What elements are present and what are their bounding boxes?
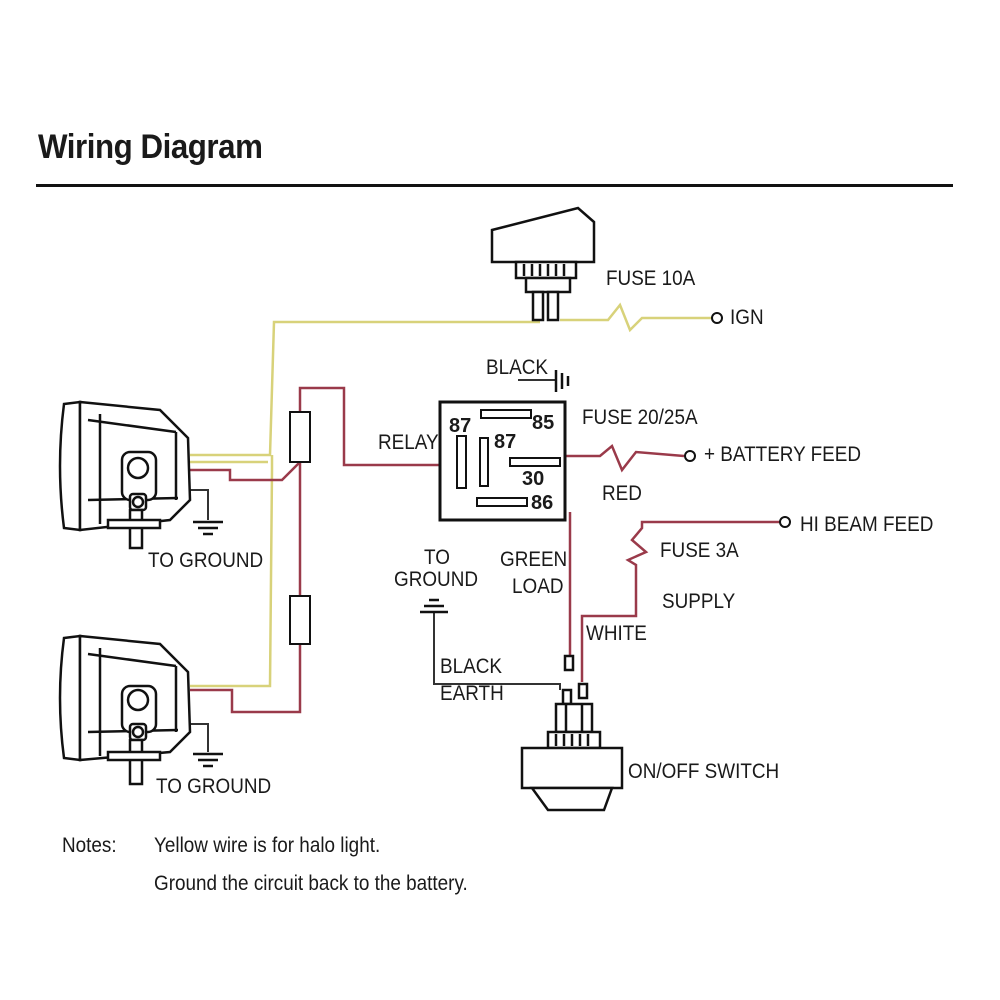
fog-light-upper-icon — [58, 400, 192, 550]
inline-fuse-lower-icon — [289, 595, 311, 645]
black-earth-label-1: BLACK — [440, 655, 502, 678]
supply-label: SUPPLY — [662, 590, 736, 613]
battery-feed-label: + BATTERY FEED — [704, 443, 862, 466]
red-wire-upper-light — [190, 461, 301, 482]
ground-icon-upper — [193, 520, 223, 536]
page-title: Wiring Diagram — [38, 128, 263, 166]
red-wire-label: RED — [602, 482, 642, 505]
rocker-switch-top-icon — [490, 206, 596, 322]
inline-fuse-upper-icon — [289, 411, 311, 463]
red-wire-battery — [565, 443, 685, 473]
green-wire-label: GREEN — [500, 548, 568, 571]
battery-terminal-icon — [684, 450, 696, 462]
notes-line-1: Yellow wire is for halo light. — [154, 834, 381, 857]
yellow-wire-group — [190, 302, 712, 688]
notes-heading: Notes: — [62, 834, 117, 857]
relay-pin-87-left: 87 — [449, 415, 472, 437]
ign-terminal-icon — [711, 312, 723, 324]
fuse-10a-label: FUSE 10A — [606, 267, 696, 290]
red-wire-group — [190, 386, 780, 714]
lower-light-ground-wire — [190, 723, 209, 752]
earth-to-label: TO — [424, 546, 450, 569]
fuse-20-25a-label: FUSE 20/25A — [582, 406, 698, 429]
on-off-switch-icon — [520, 654, 624, 812]
relay-pin-85: 85 — [532, 412, 555, 434]
hi-beam-feed-label: HI BEAM FEED — [800, 513, 934, 536]
relay-pin-86: 86 — [531, 492, 554, 514]
upper-to-ground-label: TO GROUND — [148, 549, 264, 572]
red-wire-bottom — [190, 642, 302, 714]
fuse-3a-label: FUSE 3A — [660, 539, 739, 562]
white-wire-label: WHITE — [586, 622, 647, 645]
ign-label: IGN — [730, 306, 764, 329]
yellow-wire-main — [190, 320, 540, 457]
relay-label: RELAY — [378, 431, 439, 454]
black-wire-group — [190, 379, 561, 752]
earth-ground-label: GROUND — [394, 568, 479, 591]
yellow-wire-lower — [190, 455, 274, 688]
lower-to-ground-label: TO GROUND — [156, 775, 272, 798]
black-earth-label-2: EARTH — [440, 682, 504, 705]
notes-line-2: Ground the circuit back to the battery. — [154, 872, 468, 895]
relay-icon — [438, 400, 567, 522]
relay-black-label: BLACK — [486, 356, 548, 379]
relay-ground-icon — [554, 370, 570, 392]
fog-light-lower-icon — [58, 634, 192, 786]
title-divider — [36, 184, 953, 187]
red-wire-relay-87 — [298, 386, 440, 467]
yellow-wire-ign — [560, 302, 712, 333]
red-wire-white-supply — [580, 520, 780, 682]
on-off-switch-label: ON/OFF SWITCH — [628, 760, 780, 783]
earth-ground-icon — [420, 598, 448, 614]
ground-icon-lower — [193, 752, 223, 768]
load-label: LOAD — [512, 575, 564, 598]
black-earth-wire — [433, 612, 561, 690]
relay-pin-30: 30 — [522, 468, 545, 490]
relay-pin-87-center: 87 — [494, 431, 517, 453]
hi-beam-terminal-icon — [779, 516, 791, 528]
upper-light-ground-wire — [190, 489, 209, 520]
